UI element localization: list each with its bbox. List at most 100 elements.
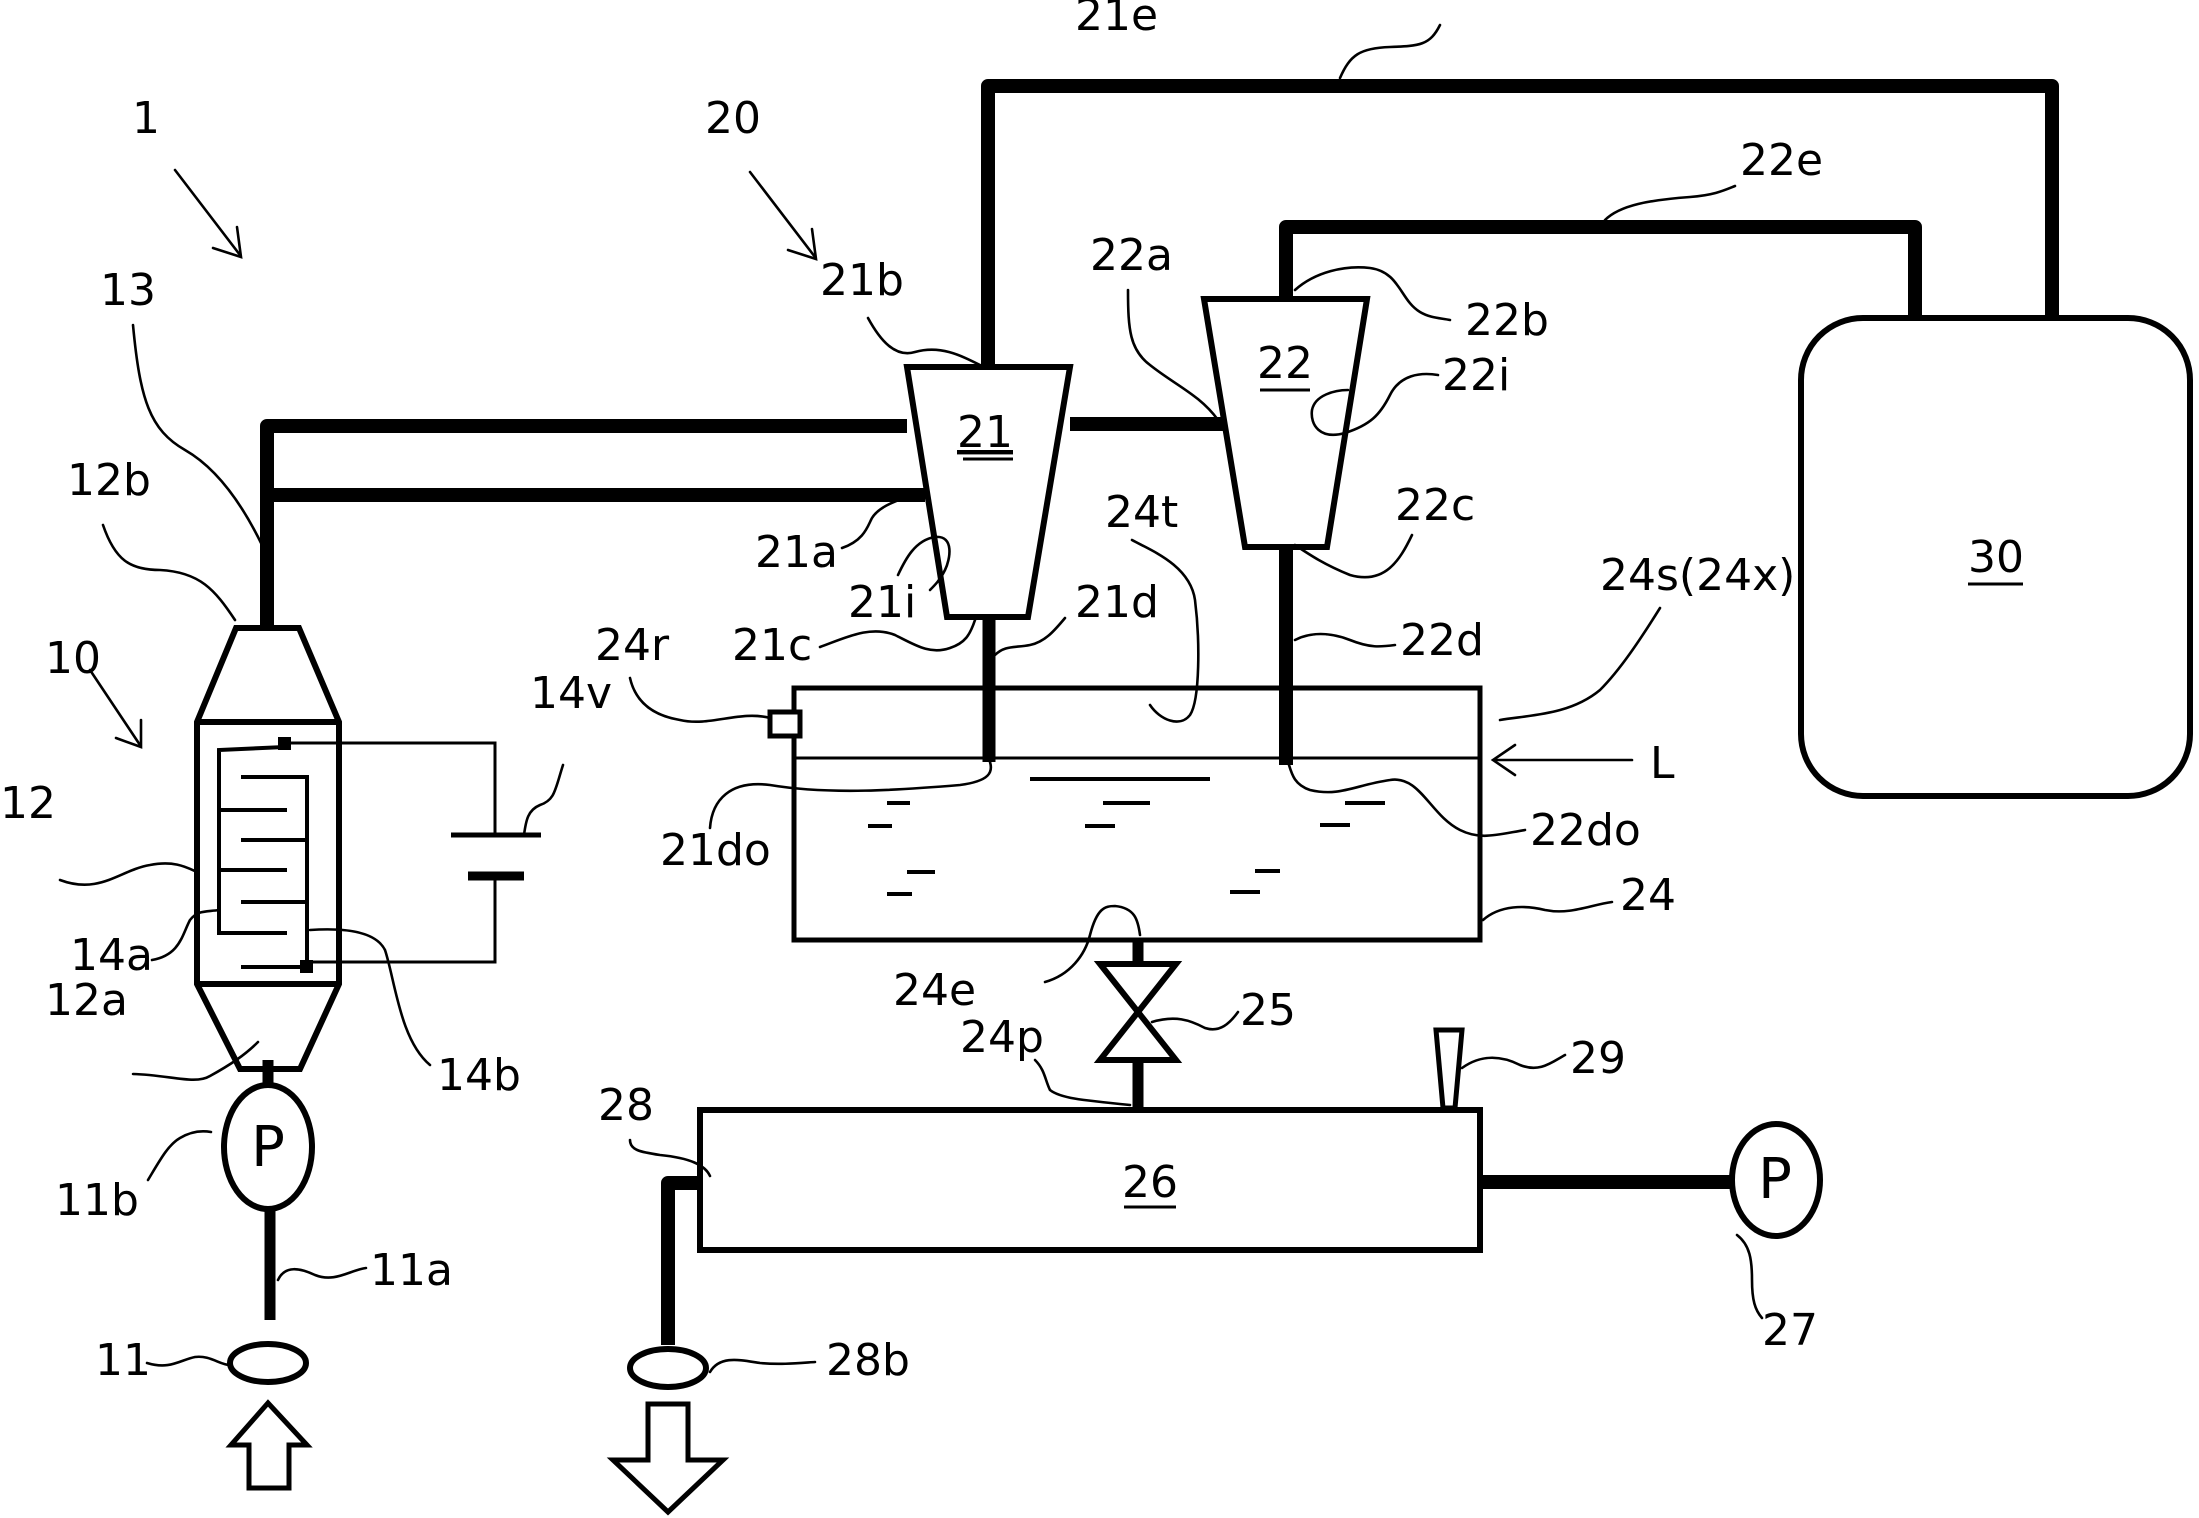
- label-pipe-13: 13: [100, 265, 156, 316]
- valve-25-icon: [1093, 961, 1183, 1063]
- reservoir-30: [1798, 315, 2193, 799]
- pump-letter: P: [1758, 1147, 1792, 1212]
- label-tank: 24: [1620, 870, 1676, 921]
- sensor-24r: [767, 709, 803, 739]
- pump-11b-icon: P: [221, 1060, 315, 1212]
- label-outlet-port: 28b: [826, 1335, 910, 1386]
- nozzle-29: [1433, 1027, 1465, 1111]
- label-cyclone-2-drain: 22d: [1400, 615, 1484, 666]
- pipe-21e: [981, 79, 2059, 367]
- leader-22e: [1603, 184, 1737, 222]
- leader-22do: [1287, 763, 1527, 838]
- label-tank-exit: 24e: [893, 965, 976, 1016]
- leader-14v: [522, 763, 565, 837]
- label-tank-top: 24t: [1105, 487, 1178, 538]
- leader-11a: [276, 1266, 368, 1282]
- leader-22a: [1126, 288, 1220, 422]
- level-arrow-icon: [1490, 743, 1634, 777]
- leader-22b: [1293, 266, 1452, 322]
- label-filter-unit: 10: [45, 633, 101, 684]
- label-cyclone-1-side: 21a: [755, 527, 838, 578]
- label-system: 1: [132, 93, 160, 144]
- leader-21d: [993, 616, 1067, 657]
- label-cyclone-2-side: 22a: [1090, 230, 1173, 281]
- arrow-subsystem-icon: [748, 170, 818, 261]
- arrow-filter-unit-icon: [88, 668, 143, 749]
- leader-21e: [1338, 23, 1442, 80]
- reservoir-number: 30: [1968, 532, 2024, 583]
- leader-11b: [146, 1129, 213, 1182]
- leader-22c: [1293, 533, 1414, 579]
- leader-21i: [896, 535, 951, 592]
- leader-22i: [1310, 372, 1440, 436]
- leader-21b: [866, 316, 982, 367]
- leader-24e: [1043, 904, 1142, 984]
- collector-number: 26: [1122, 1157, 1178, 1208]
- leader-24t: [1130, 538, 1200, 723]
- label-cyclone-1-top: 21b: [820, 255, 904, 306]
- leader-21c: [818, 618, 977, 652]
- outflow-arrow-icon: [606, 1401, 730, 1516]
- leader-11: [145, 1355, 232, 1367]
- outlet-port-28b: [627, 1346, 709, 1390]
- cyclone-2-number: 22: [1257, 338, 1313, 389]
- leader-24: [1481, 900, 1614, 922]
- label-collector: 26: [1122, 1157, 1178, 1208]
- label-nozzle: 29: [1570, 1033, 1626, 1084]
- cyclone-21: [903, 364, 1074, 620]
- pump-27-icon: P: [1729, 1121, 1823, 1239]
- label-valve: 25: [1240, 985, 1296, 1036]
- leader-24r: [628, 676, 772, 724]
- label-cyclone-1-drain-outlet: 21do: [660, 825, 771, 876]
- label-cyclone-1: 21: [957, 407, 1013, 458]
- label-cyclone-1-bottom: 21c: [732, 620, 812, 671]
- label-tank-pipe: 24p: [960, 1012, 1044, 1063]
- collector-26: [697, 1107, 1483, 1253]
- filter-12: [194, 625, 342, 1072]
- leader-12: [58, 862, 199, 886]
- cyclone-22: [1200, 296, 1371, 550]
- inlet-port-11: [227, 1341, 309, 1385]
- label-filter-outlet: 12b: [67, 455, 151, 506]
- label-cyclone-1-drain: 21d: [1075, 577, 1159, 628]
- tank-24: [791, 685, 1483, 943]
- electrode-14a: [217, 737, 291, 935]
- label-power-supply: 14v: [530, 668, 612, 719]
- label-pump-inlet: 11b: [55, 1175, 139, 1226]
- leader-29: [1460, 1053, 1567, 1070]
- leader-12b: [101, 523, 237, 622]
- label-filter-body: 12: [0, 778, 56, 829]
- label-cyclone-2-bottom: 22c: [1395, 480, 1475, 531]
- leader-12a: [131, 1040, 260, 1082]
- leader-22d: [1293, 632, 1397, 648]
- leader-25: [1150, 1010, 1240, 1031]
- electrode-14b: [241, 775, 313, 973]
- cyclone-1-number: 21: [957, 407, 1013, 458]
- label-inlet-port: 11: [95, 1335, 151, 1386]
- leader-21a: [840, 493, 914, 550]
- pipe-13: [260, 419, 925, 628]
- inflow-arrow-icon: [225, 1399, 313, 1491]
- label-electrode-a: 14a: [70, 930, 153, 981]
- label-cyclone-2-top: 22b: [1465, 295, 1549, 346]
- leader-14a: [150, 908, 221, 962]
- power-supply-14v: [291, 741, 541, 964]
- leader-28: [628, 1138, 712, 1178]
- label-cyclone-2-drain-outlet: 22do: [1530, 805, 1641, 856]
- label-electrode-b: 14b: [437, 1050, 521, 1101]
- leader-24s: [1498, 606, 1662, 722]
- label-filter-inlet: 12a: [45, 975, 128, 1026]
- label-tank-sensor: 24r: [595, 620, 670, 671]
- leader-24p: [1033, 1058, 1132, 1107]
- label-tank-space: 24s(24x): [1600, 550, 1795, 601]
- arrow-system-icon: [173, 168, 243, 259]
- pipe-22e: [1279, 220, 1922, 317]
- label-reservoir: 30: [1968, 532, 2024, 583]
- label-cyclone-1-exhaust: 21e: [1075, 0, 1158, 41]
- leader-21do: [708, 760, 993, 830]
- pipe-28: [661, 1176, 700, 1345]
- label-outlet-pipe: 28: [598, 1080, 654, 1131]
- leader-28b: [708, 1358, 817, 1374]
- label-subsystem: 20: [705, 93, 761, 144]
